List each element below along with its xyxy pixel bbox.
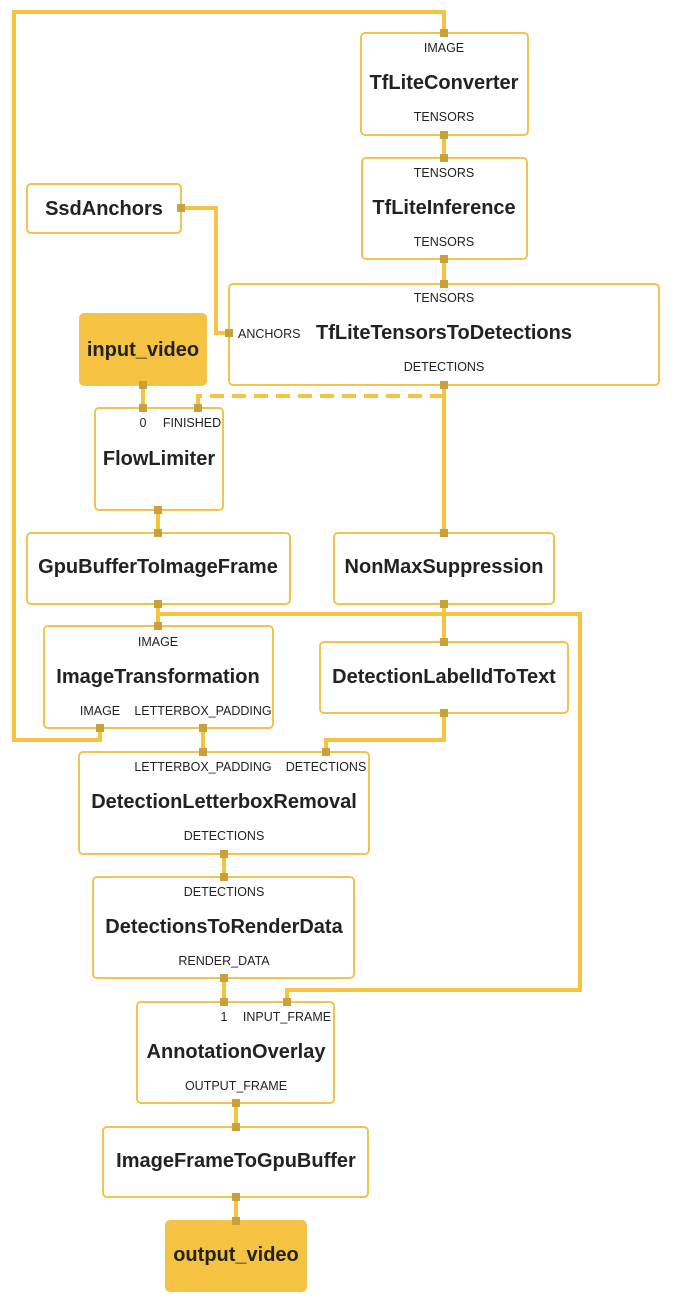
port-label: TENSORS	[414, 166, 474, 180]
node-tensors-to-detections[interactable]: TENSORS ANCHORS TfLiteTensorsToDetection…	[228, 283, 660, 386]
port-dot	[220, 873, 228, 881]
port-dot	[440, 709, 448, 717]
port-label: TENSORS	[414, 291, 474, 305]
edge-anchors	[181, 206, 229, 335]
port-label: IMAGE	[424, 41, 464, 55]
port-dot	[96, 724, 104, 732]
port-dot	[440, 154, 448, 162]
node-non-max-suppression[interactable]: NonMaxSuppression	[333, 532, 555, 605]
port-dot	[232, 1217, 240, 1225]
port-dot	[232, 1099, 240, 1107]
node-input-video[interactable]: input_video	[79, 313, 207, 386]
port-dot	[154, 506, 162, 514]
node-image-to-gpu[interactable]: ImageFrameToGpuBuffer	[102, 1126, 369, 1198]
port-label: LETTERBOX_PADDING	[134, 704, 271, 718]
port-label: IMAGE	[80, 704, 120, 718]
port-label: DETECTIONS	[286, 760, 367, 774]
edge-finished-dashed	[196, 394, 444, 408]
node-title: DetectionLetterboxRemoval	[91, 791, 357, 813]
node-title: NonMaxSuppression	[345, 556, 544, 578]
node-tflite-inference[interactable]: TENSORS TfLiteInference TENSORS	[361, 157, 528, 260]
port-dot	[154, 600, 162, 608]
node-letterbox-removal[interactable]: LETTERBOX_PADDING DETECTIONS DetectionLe…	[78, 751, 370, 855]
node-title: TfLiteInference	[372, 197, 515, 219]
port-dot	[440, 638, 448, 646]
port-label: RENDER_DATA	[178, 954, 270, 968]
port-label: OUTPUT_FRAME	[185, 1079, 287, 1093]
port-label: 0	[140, 416, 147, 430]
port-dot	[154, 529, 162, 537]
edge-transform-image-to-converter	[12, 10, 446, 742]
port-dot	[139, 404, 147, 412]
port-dot	[199, 748, 207, 756]
port-label: DETECTIONS	[184, 829, 265, 843]
node-title: FlowLimiter	[103, 448, 215, 470]
port-dot	[220, 974, 228, 982]
node-title: output_video	[173, 1244, 299, 1266]
port-label: INPUT_FRAME	[243, 1010, 331, 1024]
node-output-video[interactable]: output_video	[165, 1220, 307, 1292]
node-image-transformation[interactable]: IMAGE ImageTransformation IMAGE LETTERBO…	[43, 625, 274, 729]
port-dot	[225, 329, 233, 337]
port-dot	[322, 748, 330, 756]
port-label: TENSORS	[414, 110, 474, 124]
port-label: ANCHORS	[238, 327, 301, 341]
port-label: TENSORS	[414, 235, 474, 249]
port-dot	[232, 1193, 240, 1201]
node-gpu-to-image[interactable]: GpuBufferToImageFrame	[26, 532, 291, 605]
node-label-id-to-text[interactable]: DetectionLabelIdToText	[319, 641, 569, 714]
port-label: FINISHED	[163, 416, 221, 430]
port-dot	[440, 381, 448, 389]
port-dot	[283, 998, 291, 1006]
node-title: ImageFrameToGpuBuffer	[116, 1150, 356, 1172]
port-dot	[177, 204, 185, 212]
port-label: DETECTIONS	[184, 885, 265, 899]
port-dot	[440, 131, 448, 139]
port-dot	[440, 255, 448, 263]
node-title: SsdAnchors	[45, 198, 163, 220]
port-label: DETECTIONS	[404, 360, 485, 374]
node-title: AnnotationOverlay	[147, 1041, 327, 1063]
node-title: input_video	[87, 339, 199, 361]
node-title: ImageTransformation	[56, 666, 259, 688]
edge-gpu2image-to-overlay	[158, 612, 582, 1002]
node-ssd-anchors[interactable]: SsdAnchors	[26, 183, 182, 234]
port-dot	[154, 622, 162, 630]
node-annotation-overlay[interactable]: 1 INPUT_FRAME AnnotationOverlay OUTPUT_F…	[136, 1001, 335, 1104]
node-flow-limiter[interactable]: 0 FINISHED FlowLimiter	[94, 407, 224, 511]
port-dots	[96, 29, 448, 1225]
port-dot	[440, 280, 448, 288]
port-label: IMAGE	[138, 635, 178, 649]
node-detections-to-render-data[interactable]: DETECTIONS DetectionsToRenderData RENDER…	[92, 876, 355, 979]
port-dot	[440, 529, 448, 537]
port-label: LETTERBOX_PADDING	[134, 760, 271, 774]
port-dot	[139, 381, 147, 389]
node-tflite-converter[interactable]: IMAGE TfLiteConverter TENSORS	[360, 32, 529, 136]
node-title: TfLiteTensorsToDetections	[316, 322, 572, 344]
port-label: 1	[221, 1010, 228, 1024]
port-dot	[440, 600, 448, 608]
node-title: TfLiteConverter	[370, 72, 519, 94]
node-title: DetectionLabelIdToText	[332, 666, 556, 688]
node-title: DetectionsToRenderData	[105, 916, 343, 938]
port-dot	[220, 998, 228, 1006]
port-dot	[220, 850, 228, 858]
port-dot	[440, 29, 448, 37]
edge-labeltext-to-letterbox	[324, 713, 446, 752]
node-title: GpuBufferToImageFrame	[38, 556, 278, 578]
port-dot	[199, 724, 207, 732]
port-dot	[194, 404, 202, 412]
port-dot	[232, 1123, 240, 1131]
